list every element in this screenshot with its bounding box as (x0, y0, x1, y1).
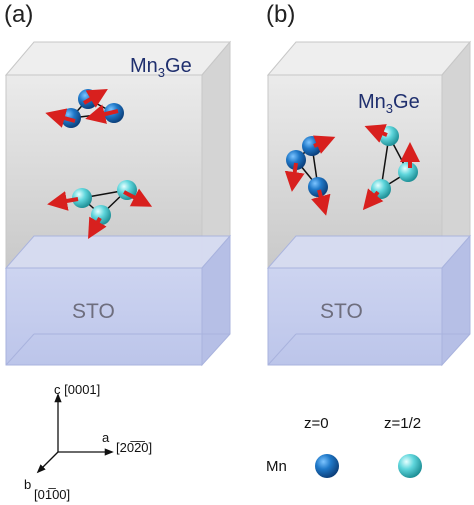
substrate-label: STO (72, 300, 115, 323)
spin-arrow (364, 124, 388, 143)
legend-z-half-label: z=1/2 (384, 415, 421, 432)
panel-a: (a) Mn3Ge STO (4, 1, 232, 502)
mn-atom-z-half (379, 126, 399, 146)
b-axis-direction: [01̅00] (34, 487, 70, 502)
substrate-label: STO (320, 300, 363, 323)
mn-atom-z-half (72, 188, 92, 208)
mn-triangle-z0 (284, 135, 336, 216)
spin-arrow (47, 191, 79, 211)
substrate-hidden-edge (267, 333, 297, 366)
film-top-face (4, 41, 232, 76)
legend: z=0 z=1/2 Mn (266, 415, 422, 478)
legend-element-label: Mn (266, 458, 287, 475)
substrate-top-face (266, 235, 472, 269)
a-axis-label: a (102, 430, 110, 445)
panel-b: (b) Mn3Ge STO (266, 1, 472, 478)
spin-arrow (88, 216, 107, 239)
spin-arrow (85, 104, 119, 124)
mn-triangle-z-half (47, 180, 153, 239)
substrate-top-face (4, 235, 232, 269)
film-side-face (201, 40, 231, 270)
mn-atom-z0 (308, 177, 328, 197)
panel-a-label: (a) (4, 1, 33, 28)
spin-arrow (311, 189, 331, 216)
a-axis-direction: [20̅2̅0] (116, 440, 152, 455)
mn-triangle-z0 (45, 88, 124, 128)
legend-z0-label: z=0 (304, 415, 329, 432)
legend-z-half-swatch (398, 454, 422, 478)
spin-arrow (82, 88, 108, 108)
spin-arrow (123, 188, 153, 207)
panel-b-label: (b) (266, 1, 295, 28)
substrate-front-face (5, 267, 203, 366)
spin-arrow (284, 162, 305, 192)
substrate-front-face (267, 267, 443, 366)
crystal-axes: c [0001] a [20̅2̅0] b [01̅00] (24, 382, 152, 502)
c-axis-label: c [0001] (54, 382, 100, 397)
material-label: Mn3Ge (130, 55, 192, 80)
b-axis-label: b (24, 477, 31, 492)
substrate-hidden-edge (5, 333, 35, 366)
b-axis-arrow (36, 451, 59, 474)
material-label: Mn3Ge (358, 91, 420, 116)
mn-atom-z-half (398, 162, 418, 182)
mn-atom-z-half (91, 205, 111, 225)
film-side-face (441, 40, 471, 270)
legend-z0-swatch (315, 454, 339, 478)
spin-arrow (313, 135, 336, 154)
spin-arrow (362, 188, 384, 211)
mn-atom-z0 (286, 150, 306, 170)
mn-triangle-z-half (362, 124, 420, 211)
spin-arrow (45, 108, 76, 128)
film-top-face (266, 41, 472, 76)
